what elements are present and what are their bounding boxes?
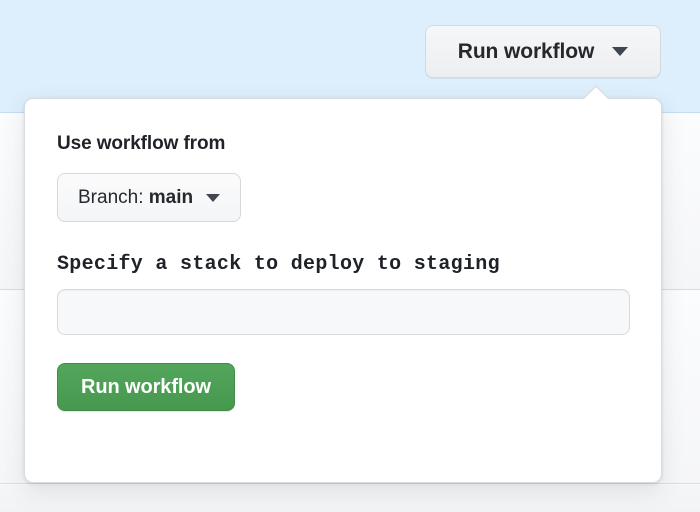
stack-input-label: Specify a stack to deploy to staging (57, 253, 500, 276)
branch-select-button[interactable]: Branch: main (57, 173, 242, 222)
background-panel-lower (0, 485, 700, 512)
popover-body: Use workflow from Branch: main Specify a… (25, 99, 661, 482)
chevron-down-icon (206, 193, 221, 202)
branch-select-prefix: Branch: (78, 186, 144, 208)
chevron-down-icon (612, 47, 629, 56)
run-workflow-dropdown-button[interactable]: Run workflow (425, 25, 661, 78)
branch-select-label: Branch: main (78, 187, 193, 209)
stack-input[interactable] (57, 289, 630, 335)
branch-select-value: main (148, 186, 194, 208)
run-workflow-dropdown-label: Run workflow (457, 39, 595, 63)
popover-title: Use workflow from (57, 133, 226, 154)
run-workflow-submit-button[interactable]: Run workflow (57, 363, 235, 411)
popover-arrow-icon (583, 87, 609, 100)
run-workflow-popover: Use workflow from Branch: main Specify a… (24, 85, 662, 483)
